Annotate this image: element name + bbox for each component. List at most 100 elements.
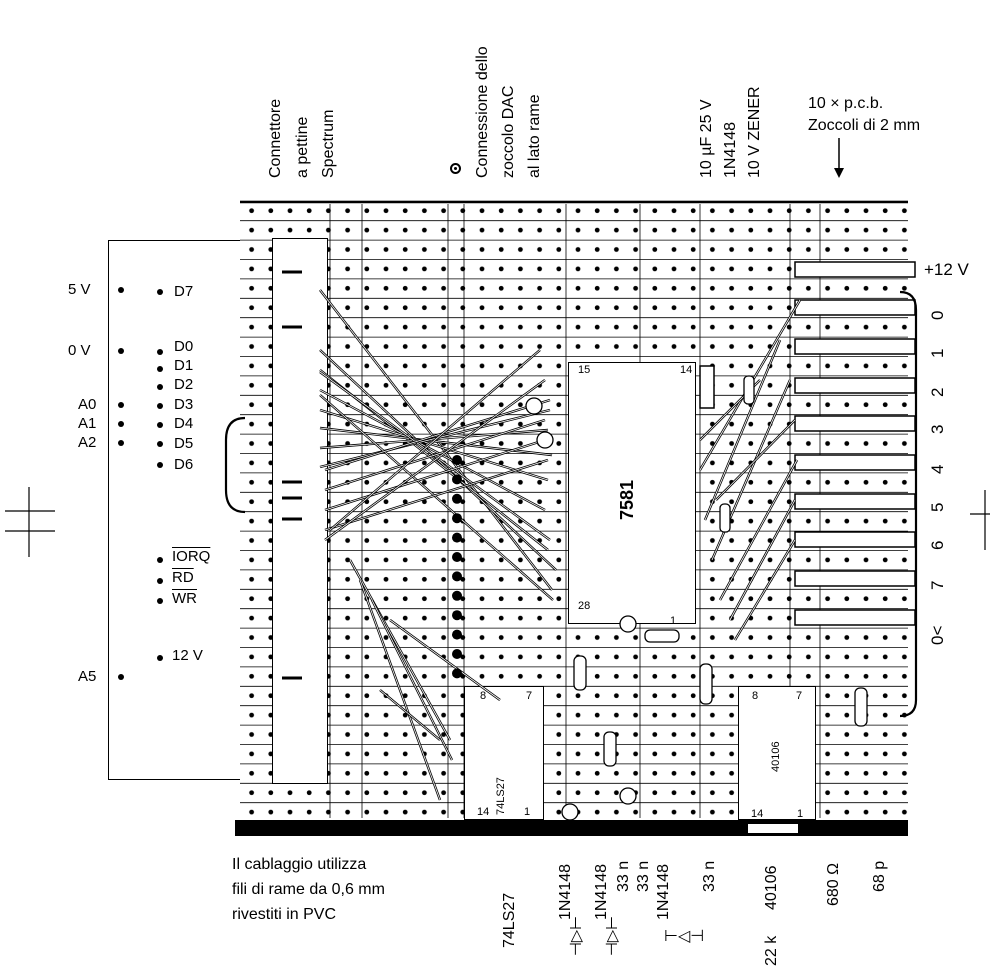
connector-slot: [272, 238, 328, 784]
capacitor-33n: [619, 787, 637, 805]
arrow-down-icon: [834, 138, 844, 178]
jumper-wire-core: [324, 379, 546, 541]
pin-dot: [157, 557, 163, 563]
solder-dot: [452, 493, 462, 504]
output-label-0-low: 0<: [928, 625, 947, 645]
loop-wire: [224, 416, 246, 514]
diode-1n4148-b: [573, 655, 587, 691]
pin-d1-label: D1: [174, 357, 194, 374]
gate-pin7-label: 7: [526, 690, 533, 702]
jumper-wire-core: [324, 439, 546, 511]
pin-dot: [157, 441, 163, 447]
jumper-wire-core: [719, 459, 798, 601]
resistor-680: [854, 687, 868, 727]
diode-1n4148: [743, 375, 755, 405]
bottom-label-33n-b: 33 n: [635, 860, 652, 892]
pin-d0-label: D0: [174, 338, 194, 355]
bottom-label-1n4148-c: 1N4148: [655, 863, 672, 920]
solder-dot: [452, 610, 462, 621]
schmitt-ic-40106: [738, 686, 816, 820]
pin-dot: [157, 384, 163, 390]
pin-dot: [157, 655, 163, 661]
bottom-label-680-ohm: 680 Ω: [825, 862, 842, 906]
pin-0v-label: 0 V: [68, 342, 91, 359]
output-label-5: 5: [928, 502, 947, 512]
output-label-3: 3: [928, 424, 947, 434]
pin-a5-label: A5: [78, 668, 97, 685]
pin-dot: [157, 462, 163, 468]
pin-a1-label: A1: [78, 415, 97, 432]
capacitor-33n: [619, 615, 637, 633]
solder-dot: [452, 552, 462, 562]
wiring-note-line1: Il cablaggio utilizza: [232, 856, 367, 873]
resistor-22k: [699, 663, 713, 705]
jumper-wire-core: [715, 419, 796, 501]
socket-bar: [794, 299, 916, 316]
solder-dot: [452, 532, 462, 543]
bottom-label-33n-c: 33 n: [701, 860, 718, 892]
pin-iorq-label: IORQ: [172, 548, 211, 565]
solder-dot: [452, 629, 462, 640]
pin-d5-label: D5: [174, 435, 194, 452]
jumper-wire-core: [349, 559, 451, 741]
pin-a0-label: A0: [78, 396, 97, 413]
pin-d3-label: D3: [174, 396, 194, 413]
gate-pin1-label: 1: [524, 806, 531, 818]
return-wire: [899, 290, 918, 718]
pin-dot: [157, 289, 163, 295]
socket-bar: [794, 493, 916, 510]
capacitor-10uf: [699, 365, 715, 409]
bottom-label-22k: 22 k: [763, 935, 780, 966]
pin-dot: [118, 421, 124, 427]
pin-dot: [118, 402, 124, 408]
output-label-7: 7: [928, 580, 947, 590]
schmitt-pin7-label: 7: [796, 690, 803, 702]
pin-dot: [157, 598, 163, 604]
solder-dot: [452, 649, 462, 659]
jumper-wire-core: [359, 579, 441, 801]
dac-ic-7581: [568, 362, 696, 624]
jumper-wire-core: [324, 459, 549, 531]
diode-symbol-icon: ⊣▷⊢: [568, 915, 586, 957]
pin-dot: [118, 440, 124, 446]
schmitt-pin1-label: 1: [797, 808, 804, 820]
capacitor-33n: [525, 397, 543, 415]
jumper-wire-core: [319, 394, 554, 601]
solder-dot: [452, 571, 462, 582]
solder-dot: [452, 513, 462, 524]
pin-12v-label: 12 V: [172, 647, 203, 664]
jumper-wire-core: [379, 689, 441, 741]
output-label-4: 4: [928, 464, 947, 474]
pin-wr-label: WR: [172, 590, 197, 607]
jumper-wire-core: [729, 499, 796, 621]
output-label-0: 0: [928, 310, 947, 320]
registration-mark-left-icon: [5, 487, 55, 557]
solder-dot: [452, 474, 462, 485]
diode-1n4148-c: [603, 731, 617, 767]
jumper-wire-core: [704, 339, 781, 521]
bottom-label-68p: 68 p: [871, 860, 888, 892]
registration-mark-right-icon: [970, 490, 990, 550]
pin-rd-label: RD: [172, 569, 194, 586]
output-label-12v: +12 V: [924, 260, 969, 279]
jumper-wire-core: [329, 349, 541, 531]
diode-symbol-icon: ⊣▷⊢: [604, 915, 622, 957]
capacitor-33n: [561, 803, 579, 821]
socket-bar: [794, 261, 916, 278]
bottom-label-74ls27: 74LS27: [501, 892, 518, 948]
jumper-wire-core: [734, 539, 796, 641]
dac-pin14-label: 14: [680, 364, 693, 376]
bottom-label-1n4148-a: 1N4148: [557, 863, 574, 920]
socket-bar: [794, 570, 916, 587]
pin-dot: [118, 674, 124, 680]
capacitor-33n: [536, 431, 554, 449]
diode-symbol-icon: ⊢◁⊣: [664, 928, 705, 945]
dac-connection-marker-icon: [450, 163, 461, 174]
gate-pin14-label: 14: [477, 806, 490, 818]
pin-dot: [157, 366, 163, 372]
solder-dot: [452, 668, 462, 679]
pin-a2-label: A2: [78, 434, 97, 451]
label-sockets-line1: 10 × p.c.b.: [808, 95, 884, 112]
bottom-label-40106: 40106: [763, 865, 780, 911]
